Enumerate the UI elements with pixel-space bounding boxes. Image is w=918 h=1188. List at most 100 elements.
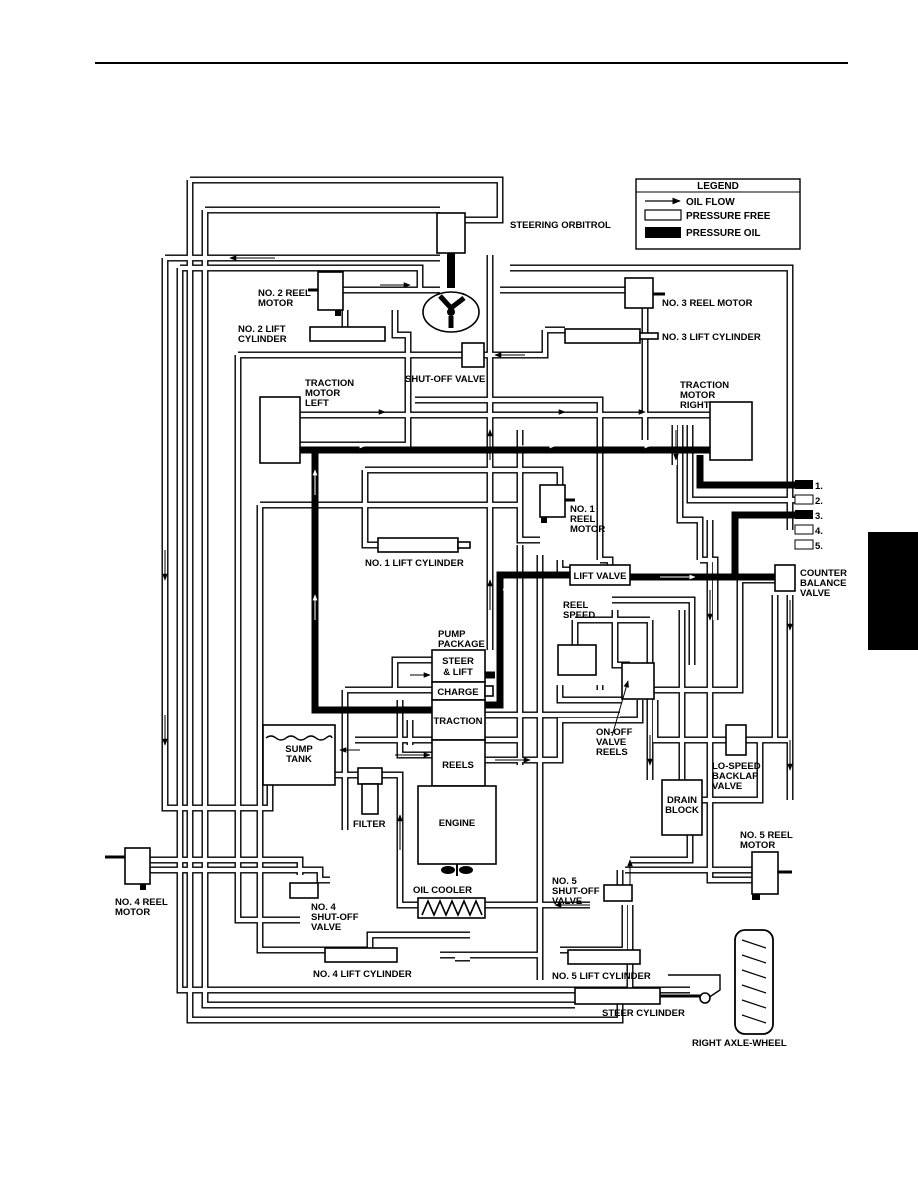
no5-reel-motor-label-1: NO. 5 REEL — [740, 830, 793, 841]
lift-valve — [569, 564, 631, 586]
port-5-label: 5. — [815, 541, 823, 552]
right-axle-wheel-label: RIGHT AXLE-WHEEL — [692, 1038, 787, 1049]
no3-reel-motor-label: NO. 3 REEL MOTOR — [662, 298, 753, 309]
lo-speed-label-2: BACKLAP — [712, 771, 759, 782]
port-4-label: 4. — [815, 526, 823, 537]
no2-lift-cylinder-label-2: CYLINDER — [238, 334, 287, 345]
shutoff-valve-label: SHUT-OFF VALVE — [405, 374, 485, 385]
pressure-oil-lines — [300, 446, 795, 714]
traction-label: TRACTION — [433, 716, 482, 727]
no1-reel-motor-label-1: NO. 1 — [570, 504, 596, 515]
no4-shutoff-valve — [289, 882, 319, 899]
no5-shutoff-label-3: VALVE — [552, 896, 582, 907]
no5-lift-cylinder — [567, 949, 641, 965]
steer-cylinder — [574, 974, 721, 1005]
pressure-free-swatch — [644, 209, 682, 221]
engine — [417, 785, 497, 865]
no4-shutoff-label-3: VALVE — [311, 922, 341, 933]
no1-lift-cylinder-label: NO. 1 LIFT CYLINDER — [365, 558, 464, 569]
reels-label: REELS — [442, 760, 474, 771]
traction-motor-left-label-3: LEFT — [305, 398, 329, 409]
fan-icon — [441, 864, 473, 876]
oil-cooler-label: OIL COOLER — [413, 885, 472, 896]
steer-cylinder-label: STEER CYLINDER — [602, 1008, 685, 1019]
sump-tank-label-2: TANK — [286, 754, 312, 765]
traction-motor-left-label-2: MOTOR — [305, 388, 340, 399]
no4-reel-motor-label-2: MOTOR — [115, 907, 150, 918]
no2-reel-motor-label-1: NO. 2 REEL — [258, 288, 311, 299]
port-fittings — [794, 480, 814, 550]
legend-box — [635, 178, 801, 250]
reel-speed-label-1: REEL — [563, 600, 589, 611]
traction-motor-right-label-2: MOTOR — [680, 390, 715, 401]
traction-motor-left — [259, 396, 301, 464]
on-off-valve-label-2: VALVE — [596, 737, 626, 748]
no4-reel-motor — [105, 847, 151, 890]
section-tab — [868, 532, 918, 650]
no5-shutoff-valve — [603, 884, 633, 902]
no3-lift-cylinder-rod — [639, 332, 659, 340]
no4-shutoff-label-2: SHUT-OFF — [311, 912, 359, 923]
no2-lift-cylinder — [309, 326, 386, 342]
drain-block-label-2: BLOCK — [665, 805, 699, 816]
counter-balance-valve-label-2: BALANCE — [800, 578, 846, 589]
port-2-label: 2. — [815, 496, 823, 507]
legend-pressure-free: PRESSURE FREE — [686, 211, 771, 222]
steering-orbitrol — [422, 212, 480, 333]
pump-package-label-1: PUMP — [438, 629, 466, 640]
traction-motor-right-label-3: RIGHT — [680, 400, 710, 411]
steering-orbitrol-label: STEERING ORBITROL — [510, 220, 611, 231]
drain-block-label-1: DRAIN — [667, 795, 697, 806]
right-axle-wheel — [734, 929, 774, 1035]
counter-balance-valve-label-3: VALVE — [800, 588, 830, 599]
no1-reel-motor-label-3: MOTOR — [570, 524, 605, 535]
legend-pressure-oil: PRESSURE OIL — [686, 228, 760, 239]
traction-motor-right-label-1: TRACTION — [680, 380, 729, 391]
no5-shutoff-label-1: NO. 5 — [552, 876, 578, 887]
legend-title: LEGEND — [697, 181, 739, 192]
steer-lift-label-2: & LIFT — [443, 667, 473, 678]
no4-lift-cylinder — [324, 947, 398, 963]
no3-lift-cylinder-label: NO. 3 LIFT CYLINDER — [662, 332, 761, 343]
no4-reel-motor-label-1: NO. 4 REEL — [115, 897, 168, 908]
on-off-valve-label-1: ON-OFF — [596, 727, 633, 738]
lo-speed-backlap-valve — [725, 724, 747, 756]
lo-speed-label-1: LO-SPEED — [712, 761, 761, 772]
no5-reel-motor — [751, 851, 792, 900]
pressure-oil-swatch — [645, 227, 681, 238]
on-off-valve-label-3: REELS — [596, 747, 628, 758]
no1-reel-motor-label-2: REEL — [570, 514, 596, 525]
charge-label: CHARGE — [437, 687, 478, 698]
no2-reel-motor-label-2: MOTOR — [258, 298, 293, 309]
traction-motor-left-label-1: TRACTION — [305, 378, 354, 389]
header-rule — [95, 62, 848, 64]
pump-package-label-2: PACKAGE — [438, 639, 485, 650]
lift-valve-label: LIFT VALVE — [574, 571, 627, 582]
no1-lift-cylinder — [377, 537, 459, 553]
no3-reel-motor — [624, 277, 665, 309]
no1-reel-motor — [539, 484, 575, 523]
no5-reel-motor-label-2: MOTOR — [740, 840, 775, 851]
pump-package — [431, 649, 503, 787]
no4-lift-cylinder-label: NO. 4 LIFT CYLINDER — [313, 969, 412, 980]
no5-shutoff-label-2: SHUT-OFF — [552, 886, 600, 897]
filter — [357, 767, 383, 815]
engine-label: ENGINE — [439, 818, 475, 829]
counter-balance-valve — [774, 564, 796, 592]
oil-cooler — [417, 897, 486, 919]
reel-speed-valve — [557, 644, 597, 676]
filter-label: FILTER — [353, 819, 386, 830]
no2-lift-cylinder-label-1: NO. 2 LIFT — [238, 324, 286, 335]
sump-tank-label-1: SUMP — [285, 744, 313, 755]
port-3-label: 3. — [815, 511, 823, 522]
no4-shutoff-label-1: NO. 4 — [311, 902, 337, 913]
legend-oil-flow: OIL FLOW — [686, 197, 735, 208]
flow-arrows — [162, 255, 793, 908]
lo-speed-label-3: VALVE — [712, 781, 742, 792]
no2-reel-motor — [308, 271, 344, 316]
no5-lift-cylinder-label: NO. 5 LIFT CYLINDER — [552, 971, 651, 982]
steer-lift-label-1: STEER — [442, 656, 474, 667]
counter-balance-valve-label-1: COUNTER — [800, 568, 847, 579]
drain-block — [661, 779, 703, 836]
